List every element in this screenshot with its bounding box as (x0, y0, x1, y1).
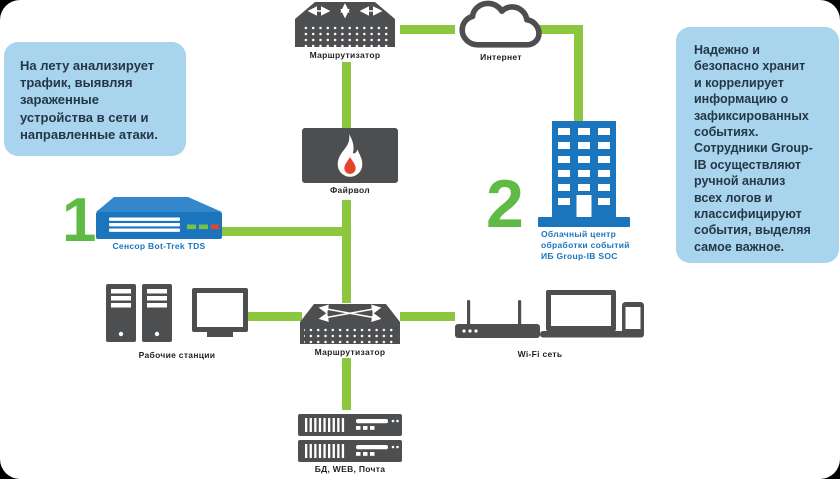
connector-switch-wifi (400, 312, 455, 321)
soc-label-line1: Облачный центр (541, 229, 617, 239)
node-firewall: Файрвол (302, 128, 398, 196)
node-wifi-group: Wi-Fi сеть (455, 290, 645, 360)
router-top-label: Маршрутизатор (309, 50, 381, 60)
workstations-icon (106, 284, 248, 342)
connector-cloud-right (528, 25, 583, 34)
firewall-label: Файрвол (330, 185, 370, 195)
node-workstations: Рабочие станции (106, 284, 248, 361)
step-number-1: 1 (62, 186, 97, 255)
soc-label-line2: обработки событий (541, 240, 630, 250)
flame-icon (337, 133, 363, 177)
connector-sensor-trunk (212, 227, 342, 236)
connector-workstations-switch (248, 312, 302, 321)
workstations-label: Рабочие станции (138, 350, 216, 360)
rack-servers-icon (298, 414, 402, 462)
node-sensor: Сенсор Bot-Trek TDS (96, 196, 222, 252)
connector-cloud-building (574, 25, 583, 122)
node-servers: БД, WEB, Почта (298, 414, 402, 475)
sensor-appliance-icon (96, 197, 222, 239)
step-number-2: 2 (486, 166, 524, 242)
switch-label: Маршрутизатор (314, 347, 386, 357)
callout-left: На лету анализирует трафик, выявляя зара… (4, 42, 186, 156)
servers-label: БД, WEB, Почта (314, 464, 386, 474)
node-internet: Интернет (446, 0, 556, 63)
callout-right: Надежно и безопасно хранит и коррелирует… (676, 27, 839, 263)
internet-label: Интернет (480, 52, 522, 62)
wifi-label: Wi-Fi сеть (517, 349, 563, 359)
cloud-icon (459, 0, 542, 48)
node-router-top: Маршрутизатор (293, 1, 397, 61)
node-switch: Маршрутизатор (300, 303, 400, 358)
firewall-box (302, 128, 398, 183)
connector-router-firewall (342, 62, 351, 128)
laptop-phone-icon (540, 290, 644, 338)
soc-label-line3: ИБ Group-IB SOC (541, 251, 618, 261)
node-soc: Облачный центр обработки событий ИБ Grou… (538, 121, 634, 262)
connector-router-cloud (400, 25, 455, 34)
router-icon (295, 2, 395, 47)
switch-icon (300, 304, 400, 344)
wifi-router-icon (455, 300, 540, 338)
connector-switch-servers (342, 358, 351, 410)
sensor-label: Сенсор Bot-Trek TDS (112, 241, 206, 251)
building-icon (538, 121, 630, 227)
connector-firewall-switch (342, 200, 351, 303)
